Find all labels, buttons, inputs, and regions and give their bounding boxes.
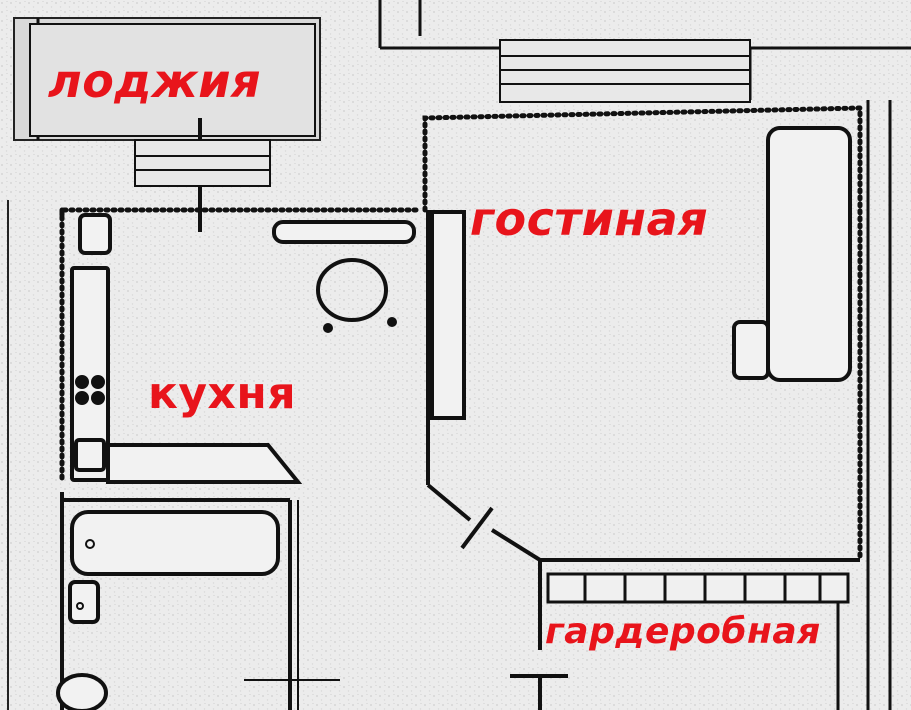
kitchen-bench: [272, 220, 416, 244]
room-label-kitchen: кухня: [148, 368, 297, 419]
kitchen-counter: [70, 213, 303, 484]
living-armchair: [732, 320, 770, 380]
room-label-loggia: лоджия: [48, 54, 261, 108]
room-label-wardrobe: гардеробная: [545, 611, 821, 652]
living-wall-unit: [430, 210, 466, 420]
exterior-wall-right: [866, 100, 892, 710]
loggia-balcony-block: [29, 23, 316, 232]
loggia-door-hatch: [134, 139, 271, 187]
interior-wall-kitchen-living: [426, 210, 860, 710]
living-sofa: [766, 126, 852, 382]
room-label-living-room: гостиная: [470, 192, 709, 246]
bathroom: [56, 492, 340, 710]
wardrobe-shelving: [546, 572, 850, 710]
kitchen-dining-table: [316, 258, 397, 333]
room-boundary-dotted: [59, 105, 863, 563]
living-window-hatch: [499, 39, 751, 103]
